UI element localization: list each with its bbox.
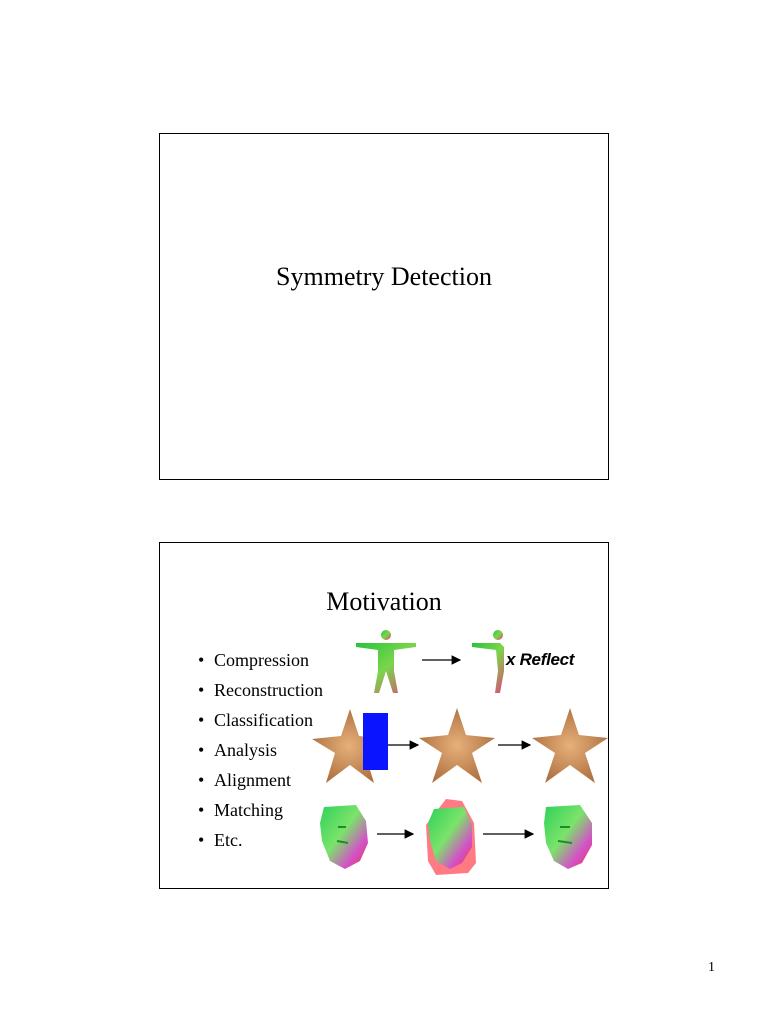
bullet-item: •Compression — [198, 650, 310, 670]
face-result — [544, 805, 592, 869]
figure-illustrations — [312, 630, 608, 875]
starfish-aligned — [419, 708, 495, 783]
slide-1: Symmetry Detection — [159, 133, 609, 480]
bullet-item: •Analysis — [198, 740, 277, 760]
slide-2: Motivation •Compression •Reconstruction … — [159, 542, 609, 889]
bullet-item: •Matching — [198, 800, 283, 820]
bullet-list: •Compression •Reconstruction •Classifica… — [198, 645, 323, 855]
reflect-label: x Reflect — [506, 650, 575, 669]
symmetry-plane — [363, 713, 388, 770]
face-original — [320, 805, 368, 869]
starfish-result — [532, 708, 608, 783]
slide-title: Motivation — [326, 587, 442, 616]
bullet-item: •Classification — [198, 710, 313, 730]
slide-title: Symmetry Detection — [276, 262, 492, 291]
human-figure-full — [356, 630, 416, 693]
human-figure-half — [472, 630, 504, 693]
bullet-item: •Etc. — [198, 830, 243, 850]
face-reflected — [426, 799, 476, 875]
bullet-item: •Alignment — [198, 770, 291, 790]
bullet-item: •Reconstruction — [198, 680, 323, 700]
page-number: 1 — [708, 960, 715, 975]
starfish-with-plane — [312, 709, 388, 783]
